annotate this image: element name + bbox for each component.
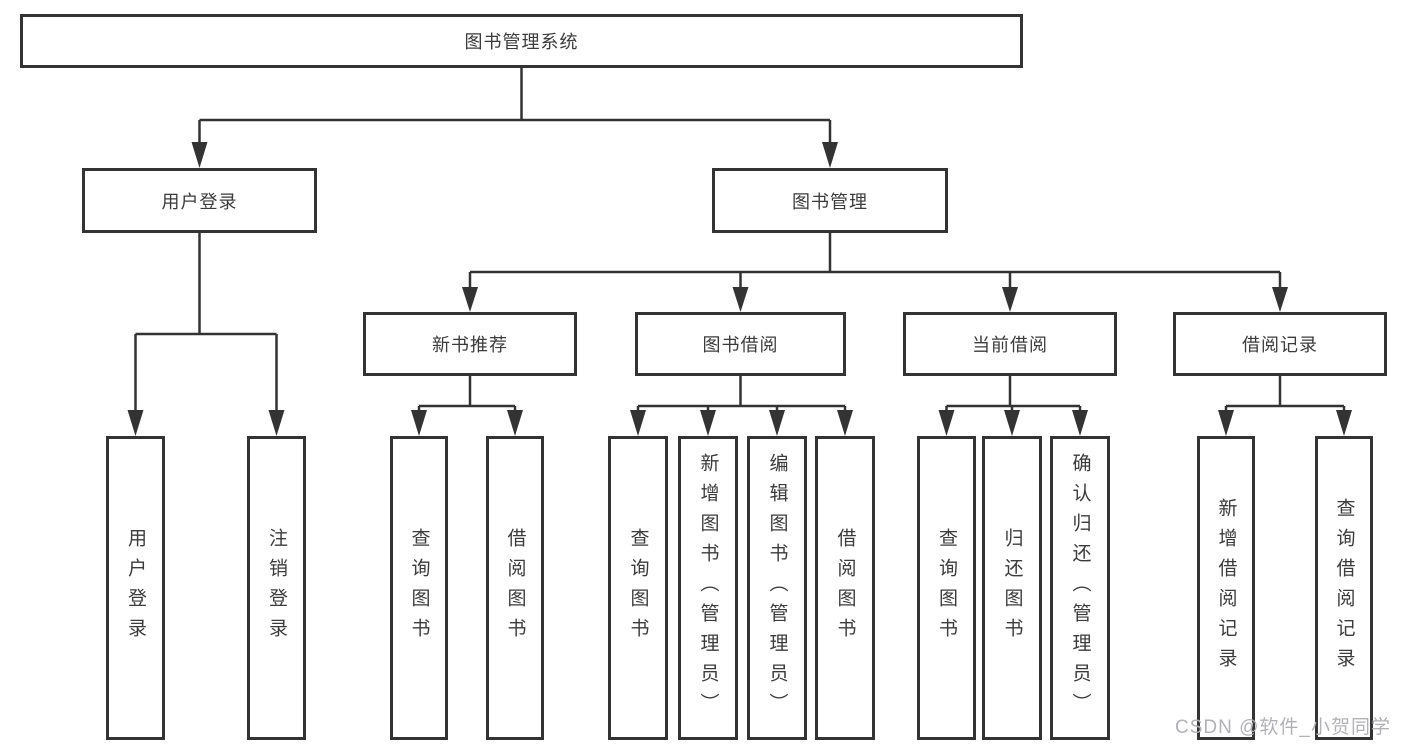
leaf-confirm-return-admin: 确认归还（管理员） xyxy=(1050,436,1110,740)
node-label: 借阅记录 xyxy=(1242,335,1318,355)
node-label: 归还图书 xyxy=(1001,528,1023,648)
leaf-borrow-books-recommend: 借阅图书 xyxy=(486,436,544,740)
node-library-management-system: 图书管理系统 xyxy=(20,14,1023,68)
node-label: 新增图书（管理员） xyxy=(697,453,719,723)
node-label: 借阅图书 xyxy=(504,528,526,648)
node-book-management: 图书管理 xyxy=(712,168,948,233)
node-label: 借阅图书 xyxy=(834,528,856,648)
node-label: 注销登录 xyxy=(266,528,287,648)
node-label: 图书管理系统 xyxy=(464,32,579,52)
leaf-return-books: 归还图书 xyxy=(982,436,1042,740)
node-label: 编辑图书（管理员） xyxy=(766,453,788,723)
node-label: 查询图书 xyxy=(408,528,430,648)
node-label: 确认归还（管理员） xyxy=(1069,453,1091,723)
leaf-logout: 注销登录 xyxy=(247,436,306,740)
node-label: 图书管理 xyxy=(792,191,868,212)
node-label: 新增借阅记录 xyxy=(1215,498,1237,678)
leaf-edit-books-admin: 编辑图书（管理员） xyxy=(747,436,807,740)
leaf-add-borrow-record: 新增借阅记录 xyxy=(1197,436,1255,740)
node-label: 图书借阅 xyxy=(702,335,779,355)
node-borrowing-records: 借阅记录 xyxy=(1173,312,1387,376)
leaf-borrow-books: 借阅图书 xyxy=(815,436,875,740)
leaf-query-borrow-record: 查询借阅记录 xyxy=(1315,436,1373,740)
leaf-query-books-current: 查询图书 xyxy=(917,436,976,740)
node-label: 查询图书 xyxy=(627,528,649,648)
node-current-borrowing: 当前借阅 xyxy=(903,312,1117,376)
leaf-query-books-recommend: 查询图书 xyxy=(390,436,448,740)
leaf-add-books-admin: 新增图书（管理员） xyxy=(678,436,738,740)
node-new-book-recommendation: 新书推荐 xyxy=(363,312,577,376)
node-user-login: 用户登录 xyxy=(82,168,317,233)
node-label: 用户登录 xyxy=(125,528,146,648)
node-label: 当前借阅 xyxy=(972,335,1048,355)
leaf-user-login: 用户登录 xyxy=(106,436,165,740)
csdn-watermark: CSDN @软件_小贺同学 xyxy=(1175,717,1391,738)
node-label: 用户登录 xyxy=(161,191,238,212)
node-label: 查询图书 xyxy=(936,528,957,648)
node-label: 新书推荐 xyxy=(432,335,508,355)
node-label: 查询借阅记录 xyxy=(1333,498,1355,678)
leaf-query-books-borrowing: 查询图书 xyxy=(608,436,668,740)
node-book-borrowing: 图书借阅 xyxy=(635,312,846,376)
arrowheads xyxy=(127,142,1352,436)
